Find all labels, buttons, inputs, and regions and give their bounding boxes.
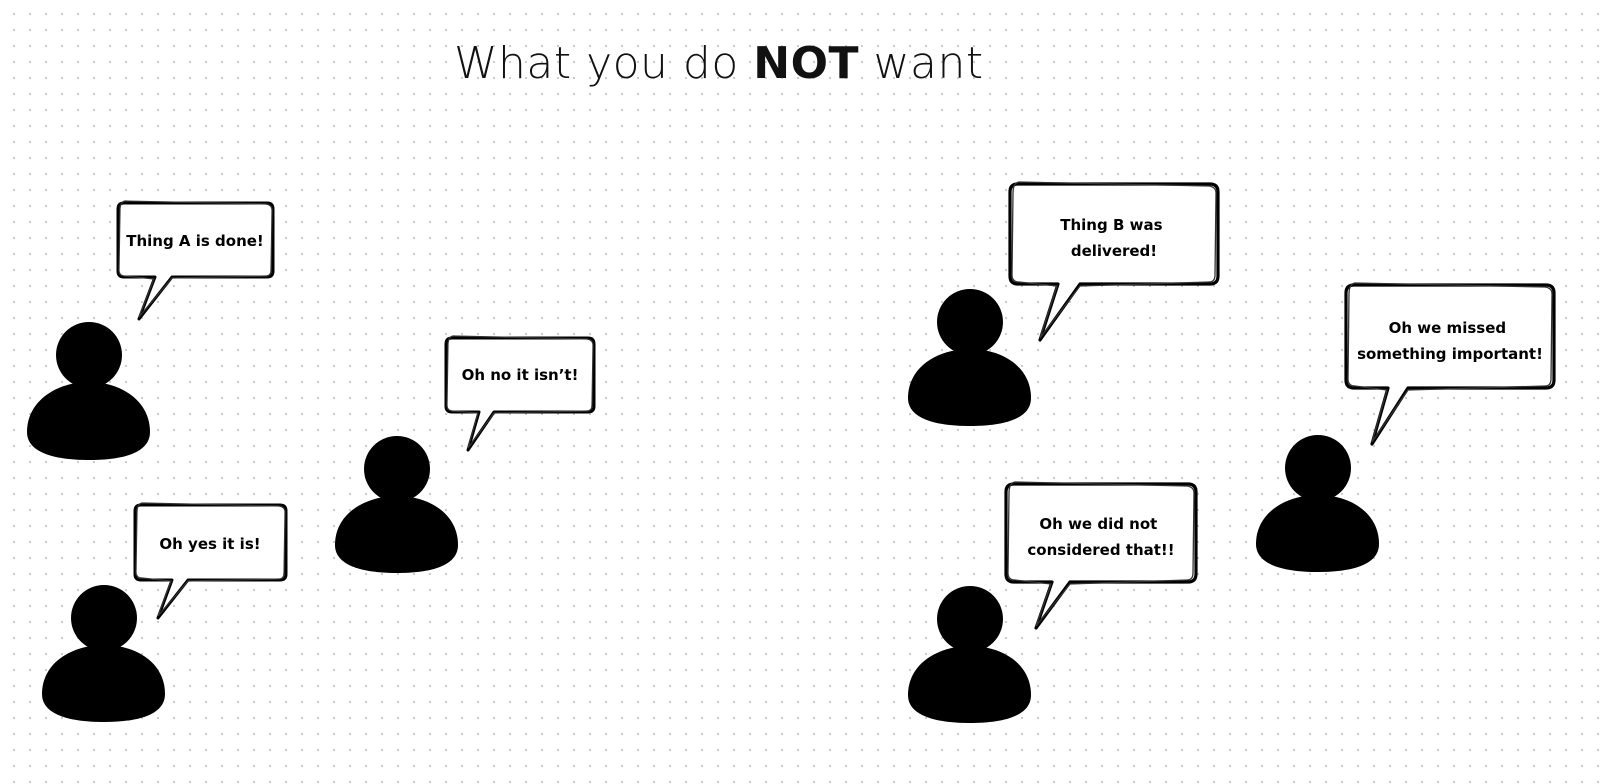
bubble-f-text: Oh we missed something important! <box>1357 319 1543 363</box>
speech-bubble-icon-2 <box>133 502 288 620</box>
bubble-f-line-2: something important! <box>1357 345 1543 363</box>
speech-bubble-icon-4 <box>1008 181 1220 342</box>
person-icon-3 <box>335 436 458 573</box>
bubble-c-text: Oh no it isn’t! <box>462 366 579 384</box>
bubble-e-line-1: Oh we did not <box>1039 515 1157 533</box>
speech-bubble-icon-5 <box>1004 481 1198 630</box>
bubble-b-line-1: Oh yes it is! <box>159 535 260 553</box>
bubble-c-line-1: Oh no it isn’t! <box>462 366 579 384</box>
person-icon-2 <box>42 585 165 722</box>
bubble-a-line-1: Thing A is done! <box>126 232 264 250</box>
title-prefix: What you do <box>454 38 739 89</box>
bubble-e-line-2: considered that!! <box>1027 541 1174 559</box>
bubble-d-line-1: Thing B was <box>1060 216 1162 234</box>
bubble-a-text: Thing A is done! <box>126 232 264 250</box>
speech-bubble-icon-3 <box>444 335 596 452</box>
speech-bubble-icon-1 <box>116 200 275 321</box>
person-icon-4 <box>908 289 1031 426</box>
title-emphasis: NOT <box>753 38 860 89</box>
bubble-b-text: Oh yes it is! <box>159 535 260 553</box>
page-title: What you do NOT want <box>454 38 984 89</box>
title-suffix: want <box>873 38 984 89</box>
bubble-e-text: Oh we did not considered that!! <box>1027 515 1174 559</box>
person-icon-6 <box>1256 435 1379 572</box>
bubble-d-line-2: delivered! <box>1071 242 1157 260</box>
bubble-d-text: Thing B was delivered! <box>1060 216 1168 260</box>
speech-bubble-icon-6 <box>1344 282 1556 446</box>
person-icon-5 <box>908 586 1031 723</box>
person-icon-1 <box>27 322 150 460</box>
bubble-f-line-1: Oh we missed <box>1389 319 1506 337</box>
